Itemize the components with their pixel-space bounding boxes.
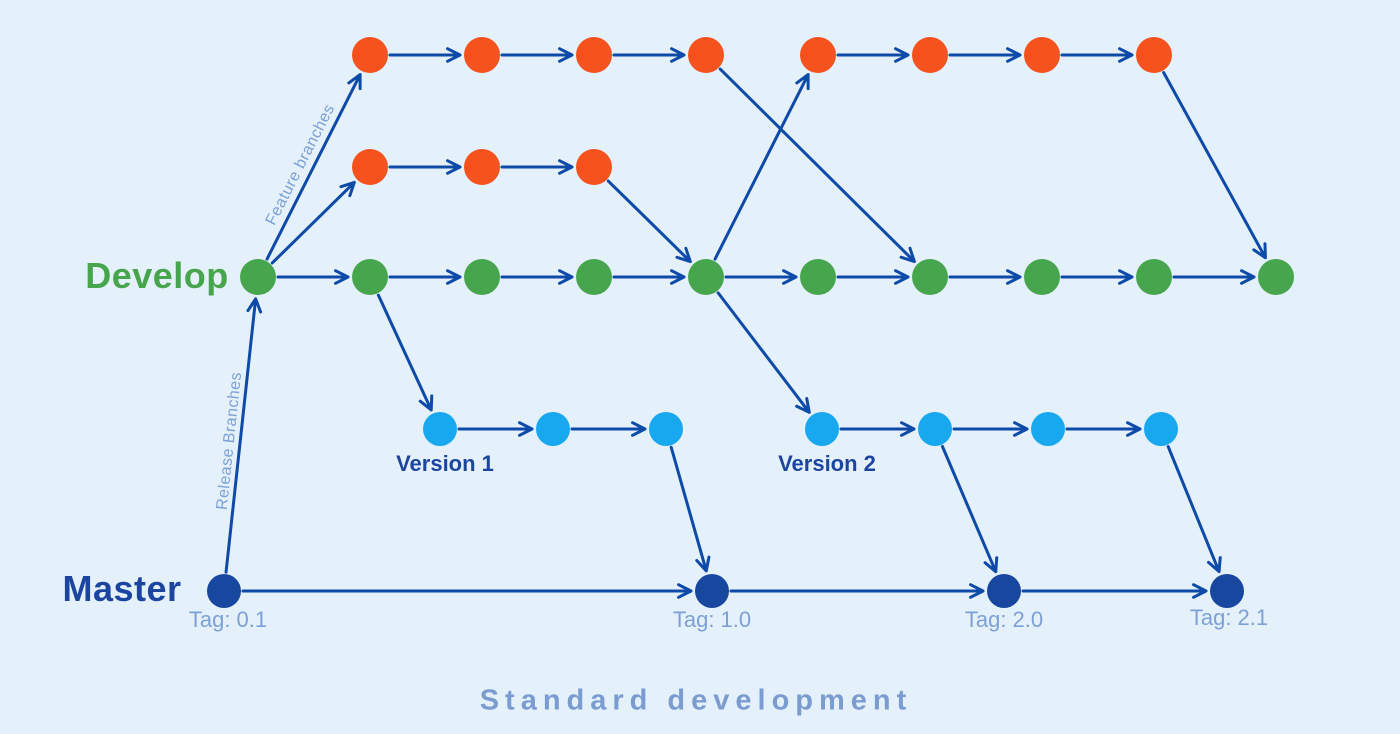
commit-arrow [1060, 269, 1134, 285]
commit-arrow [836, 269, 910, 285]
master-commit-node [987, 574, 1021, 608]
commit-arrow [457, 421, 534, 437]
commit-arrow [948, 269, 1022, 285]
master-commit-node [1210, 574, 1244, 608]
commit-arrow [388, 47, 462, 63]
feature-top-a-commit-node [576, 37, 612, 73]
master-branch-label: Master [62, 568, 182, 609]
commit-arrow [1060, 47, 1134, 63]
commit-arrow [1166, 445, 1222, 574]
commit-arrow [500, 159, 574, 175]
commit-arrow [241, 583, 693, 599]
commit-arrow [713, 73, 810, 261]
version-1-label: Version 1 [396, 451, 494, 476]
version-2-label: Version 2 [778, 451, 876, 476]
commit-arrow [500, 47, 574, 63]
diagram-title: Standard development [479, 684, 913, 717]
commit-arrow [836, 47, 910, 63]
develop-commit-node [1024, 259, 1060, 295]
release-v2-commit-node [1031, 412, 1065, 446]
commit-arrow [940, 444, 999, 574]
tag-2-1-label: Tag: 2.1 [1189, 605, 1269, 630]
commit-arrow [276, 269, 350, 285]
feature-top-b-commit-node [912, 37, 948, 73]
commit-arrow [669, 445, 711, 573]
tag-2-0-label: Tag: 2.0 [964, 607, 1044, 632]
develop-commit-node [576, 259, 612, 295]
develop-commit-node [464, 259, 500, 295]
commit-arrow [612, 269, 686, 285]
commit-arrow [606, 179, 692, 264]
develop-commit-node [800, 259, 836, 295]
feature-top-a-commit-node [464, 37, 500, 73]
release-v2-commit-node [918, 412, 952, 446]
commit-arrow [1162, 71, 1267, 260]
feature-top-b-commit-node [1136, 37, 1172, 73]
release-v1-commit-node [649, 412, 683, 446]
develop-branch-label: Develop [85, 255, 229, 296]
commit-arrow [729, 583, 985, 599]
feature-mid-commit-node [576, 149, 612, 185]
release-v2-commit-node [1144, 412, 1178, 446]
commit-arrow [265, 73, 362, 261]
commit-arrow [1021, 583, 1208, 599]
commit-arrow [718, 67, 916, 264]
commit-arrow [948, 47, 1022, 63]
feature-top-a-commit-node [688, 37, 724, 73]
develop-commit-node [1136, 259, 1172, 295]
commit-arrow [388, 269, 462, 285]
feature-top-a-commit-node [352, 37, 388, 73]
commit-arrow [270, 180, 356, 265]
tag-0-1-label: Tag: 0.1 [188, 607, 268, 632]
commit-arrow [1172, 269, 1256, 285]
commit-arrow [839, 421, 916, 437]
commit-arrow [1065, 421, 1142, 437]
commit-arrow [612, 47, 686, 63]
develop-commit-node [912, 259, 948, 295]
commit-arrow [952, 421, 1029, 437]
master-commit-node [695, 574, 729, 608]
commit-arrow [388, 159, 462, 175]
commit-arrow [500, 269, 574, 285]
release-v2-commit-node [805, 412, 839, 446]
release-v1-commit-node [423, 412, 457, 446]
release-v1-commit-node [536, 412, 570, 446]
develop-commit-node [352, 259, 388, 295]
feature-mid-commit-node [464, 149, 500, 185]
feature-top-b-commit-node [1024, 37, 1060, 73]
feature-top-b-commit-node [800, 37, 836, 73]
commit-arrow [570, 421, 647, 437]
commit-arrow [224, 297, 263, 574]
commit-arrow [716, 291, 811, 414]
master-commit-node [207, 574, 241, 608]
develop-commit-node [240, 259, 276, 295]
commit-arrow [376, 293, 434, 412]
tag-1-0-label: Tag: 1.0 [672, 607, 752, 632]
commit-arrow [724, 269, 798, 285]
develop-commit-node [1258, 259, 1294, 295]
feature-mid-commit-node [352, 149, 388, 185]
develop-commit-node [688, 259, 724, 295]
